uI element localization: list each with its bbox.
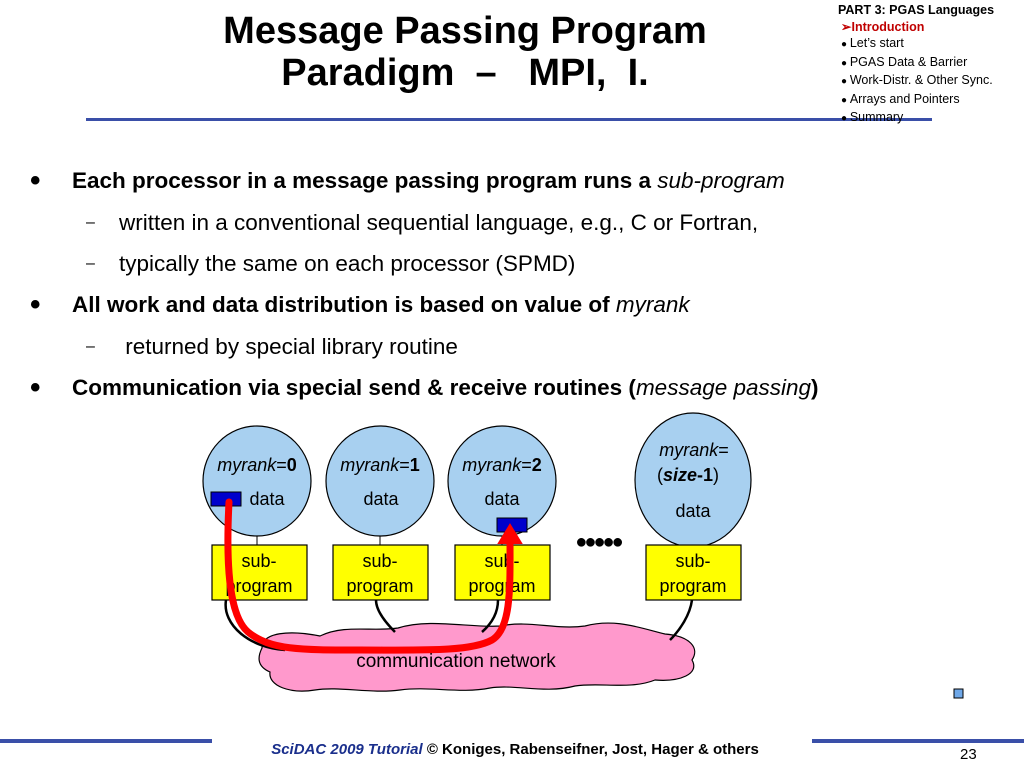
title-line-1: Message Passing Program: [223, 10, 707, 52]
page-number: 23: [960, 746, 977, 763]
bullet-icon: ●: [841, 76, 850, 87]
outline-item-arrays-pointers[interactable]: ● Arrays and Pointers: [838, 91, 994, 110]
sub-program-line-2: program: [659, 576, 726, 596]
communication-network-cloud: [258, 622, 696, 692]
data-label: data: [484, 489, 520, 509]
footer-divider-right: [812, 739, 1024, 743]
outline-item-label: Summary: [849, 110, 904, 124]
outline-item-introduction[interactable]: ➢Introduction: [838, 19, 994, 36]
dash-icon: –: [86, 255, 95, 272]
network-label: communication network: [356, 651, 556, 672]
connector-line: [481, 599, 500, 633]
outline-item-pgas-data-barrier[interactable]: ● PGAS Data & Barrier: [838, 54, 994, 73]
data-label: data: [363, 489, 399, 509]
sub-bullet-item: – written in a conventional sequential la…: [30, 202, 1020, 243]
bullet-emphasis: sub-program: [657, 168, 785, 193]
bullet-text-close: ): [811, 375, 819, 400]
sub-program-box-1: sub- program: [332, 544, 429, 601]
bullet-emphasis: message passing: [635, 375, 812, 400]
outline-item-label: Let’s start: [849, 36, 904, 50]
section-outline: PART 3: PGAS Languages ➢Introduction ● L…: [838, 2, 994, 128]
connector-line: [374, 599, 396, 633]
bullet-list: • Each processor in a message passing pro…: [30, 160, 1020, 409]
navigation-square-icon[interactable]: [953, 688, 964, 699]
bullet-text: All work and data distribution is based …: [72, 292, 616, 317]
bullet-icon: ●: [841, 94, 850, 106]
footer-credit: SciDAC 2009 Tutorial © Koniges, Rabensei…: [230, 740, 800, 760]
sub-bullet-item: – returned by special library routine: [30, 326, 1020, 367]
connector-line: [224, 599, 286, 652]
outline-item-label: Work-Distr. & Other Sync.: [849, 73, 993, 87]
rank-label: myrank=1: [340, 455, 420, 475]
rank-label: myrank=0: [217, 455, 297, 475]
connector-line: [669, 599, 694, 641]
data-label: data: [249, 489, 285, 509]
sub-program-line-2: program: [346, 576, 413, 596]
bullet-icon: ●: [841, 113, 850, 124]
outline-item-label: PGAS Data & Barrier: [849, 54, 968, 69]
message-arrow: [224, 498, 514, 654]
bullet-icon: ●: [841, 57, 850, 69]
rank-value: (size-1): [657, 465, 719, 485]
node-circle: [325, 425, 435, 537]
dash-icon: –: [86, 338, 95, 355]
sub-program-box-2: sub- program: [454, 544, 551, 601]
title-divider: [86, 118, 932, 121]
processor-node-last: myrank= (size-1) data: [634, 412, 752, 548]
footer-brand: SciDAC 2009 Tutorial: [271, 741, 423, 758]
footer-divider-left: [0, 739, 212, 743]
bullet-text: Communication via special send & receive…: [72, 375, 636, 400]
footer-authors: © Koniges, Rabenseifner, Jost, Hager & o…: [422, 741, 759, 758]
outline-item-work-distr[interactable]: ● Work-Distr. & Other Sync.: [838, 72, 994, 91]
sub-program-line-2: program: [468, 576, 535, 596]
rank-label: myrank=2: [462, 455, 542, 475]
bullet-text: Each processor in a message passing prog…: [72, 168, 658, 193]
bullet-dot-icon: •: [30, 164, 41, 197]
sub-program-line-1: sub-: [241, 551, 276, 571]
node-circle: [202, 425, 312, 537]
slide-title: Message Passing Program Paradigm – MPI, …: [170, 10, 760, 94]
bullet-item: • Each processor in a message passing pro…: [30, 160, 1020, 202]
sub-bullet-text: typically the same on each processor (SP…: [119, 251, 576, 276]
processor-node-1: myrank=1 data: [325, 425, 435, 537]
sub-program-line-1: sub-: [484, 551, 519, 571]
outline-item-label: Arrays and Pointers: [849, 91, 960, 106]
data-label: data: [675, 501, 711, 521]
sub-bullet-text: returned by special library routine: [119, 334, 458, 359]
sub-program-line-2: program: [225, 576, 292, 596]
sub-program-line-1: sub-: [362, 551, 397, 571]
outline-heading: PART 3: PGAS Languages: [838, 3, 995, 17]
arrow-head-icon: [497, 523, 523, 544]
sub-program-rect: [454, 544, 551, 601]
bullet-dot-icon: •: [30, 371, 41, 404]
bullet-emphasis: myrank: [615, 292, 690, 317]
sub-program-box-last: sub- program: [645, 544, 742, 601]
rank-label: myrank=: [659, 440, 729, 460]
node-circle: [447, 425, 557, 537]
bullet-icon: ●: [841, 39, 850, 50]
outline-item-label: Introduction: [851, 19, 925, 34]
sub-bullet-text: written in a conventional sequential lan…: [119, 210, 759, 235]
sub-program-rect: [332, 544, 429, 601]
outline-item-summary[interactable]: ● Summary: [838, 109, 994, 128]
title-line-2: Paradigm – MPI, I.: [281, 52, 649, 94]
sub-bullet-item: – typically the same on each processor (S…: [30, 243, 1020, 284]
bullet-item: • All work and data distribution is based…: [30, 284, 1020, 326]
outline-item-lets-start[interactable]: ● Let’s start: [838, 35, 994, 54]
bullet-item: • Communication via special send & receiv…: [30, 367, 1020, 409]
processor-node-0: myrank=0 data: [202, 425, 312, 537]
ellipsis-dots: ●●●●●: [575, 531, 622, 553]
arrow-marker-icon: ➢: [841, 19, 852, 34]
dash-icon: –: [86, 214, 95, 231]
processor-node-2: myrank=2 data: [447, 425, 557, 537]
sub-program-rect: [645, 544, 742, 601]
bullet-dot-icon: •: [30, 288, 41, 321]
sub-program-line-1: sub-: [675, 551, 710, 571]
